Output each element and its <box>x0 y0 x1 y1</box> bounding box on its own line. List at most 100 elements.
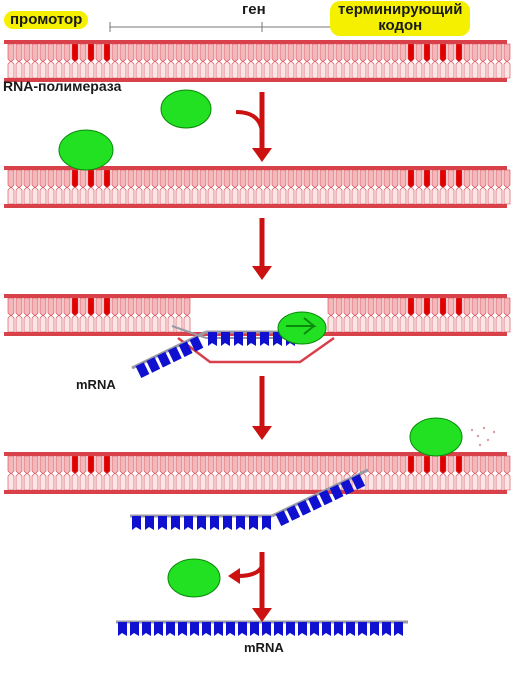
dna-backbone-top <box>4 40 507 44</box>
dna-base-bottom <box>135 314 143 333</box>
dna-base-bottom <box>343 60 351 79</box>
dna-base-top <box>239 169 247 189</box>
dna-base-bottom <box>159 472 167 491</box>
mrna-base <box>118 622 127 636</box>
dna-backbone-bottom <box>4 490 507 494</box>
mrna-base <box>262 622 271 636</box>
dna-base-bottom <box>495 60 503 79</box>
dna-base-bottom <box>87 472 95 491</box>
dna-base-bottom <box>103 472 111 491</box>
dna-base-top <box>367 43 375 63</box>
dna-base-top <box>351 297 359 317</box>
dna-base-bottom <box>479 314 487 333</box>
dna-base-top <box>375 169 383 189</box>
dna-base-bottom <box>479 472 487 491</box>
dna-base-top <box>463 43 471 63</box>
dna-base-bottom <box>103 186 111 205</box>
dna-base-top <box>495 169 503 189</box>
mrna-base <box>329 484 344 501</box>
dna-base-bottom <box>71 472 79 491</box>
dna-base-top <box>303 455 311 475</box>
dna-base-bottom <box>63 314 71 333</box>
dna-base-top <box>63 43 71 63</box>
dna-base-bottom <box>95 60 103 79</box>
dna-base-top <box>295 43 303 63</box>
dna-base-top <box>135 297 143 317</box>
dna-base-bottom <box>15 186 23 205</box>
dna-base-bottom <box>471 472 479 491</box>
dna-base-top <box>111 169 119 189</box>
dna-base-bottom <box>183 60 191 79</box>
arrow-step-3-icon <box>252 376 272 440</box>
dna-base-bottom <box>55 472 63 491</box>
dna-base-top <box>431 43 439 63</box>
dna-base-top <box>287 169 295 189</box>
dna-base-top <box>351 455 359 475</box>
dna-strand-2 <box>4 166 511 208</box>
dna-base-top <box>367 455 375 475</box>
dna-base-top <box>463 169 471 189</box>
dna-base-bottom <box>303 60 311 79</box>
dna-base-top <box>79 297 87 317</box>
dna-base-bottom <box>95 186 103 205</box>
dna-base-bottom <box>207 186 215 205</box>
dna-base-top <box>463 297 471 317</box>
dna-base-top <box>231 43 239 63</box>
dna-base-bottom <box>127 60 135 79</box>
dna-base-bottom <box>111 314 119 333</box>
dna-base-top <box>447 455 455 475</box>
dna-base-top <box>135 455 143 475</box>
dna-base-top <box>423 297 431 317</box>
dna-base-top <box>215 169 223 189</box>
dna-base-top <box>39 169 47 189</box>
dna-base-bottom <box>487 472 495 491</box>
dna-base-top <box>223 43 231 63</box>
dna-base-top <box>263 455 271 475</box>
dna-base-bottom <box>119 314 127 333</box>
dna-base-top <box>175 297 183 317</box>
dna-base-bottom <box>63 60 71 79</box>
mrna-base <box>178 341 193 357</box>
dna-base-top <box>167 297 175 317</box>
dna-base-top <box>15 169 23 189</box>
dna-strand-4 <box>4 452 511 494</box>
dna-base-bottom <box>175 472 183 491</box>
dna-base-top <box>175 169 183 189</box>
dna-base-top <box>343 43 351 63</box>
dna-base-bottom <box>471 186 479 205</box>
dna-base-top <box>199 455 207 475</box>
dna-base-top <box>319 43 327 63</box>
dna-base-bottom <box>135 472 143 491</box>
dna-base-top <box>399 297 407 317</box>
dna-base-top <box>447 43 455 63</box>
dna-base-bottom <box>183 314 191 333</box>
dna-base-top <box>167 43 175 63</box>
dna-base-bottom <box>327 60 335 79</box>
dna-base-top <box>119 455 127 475</box>
dna-base-bottom <box>415 472 423 491</box>
dna-base-top <box>295 455 303 475</box>
dna-base-bottom <box>175 60 183 79</box>
dna-base-top <box>407 43 415 63</box>
dna-base-top <box>71 455 79 475</box>
dna-base-bottom <box>239 472 247 491</box>
dna-base-top <box>103 169 111 189</box>
dna-base-top <box>175 455 183 475</box>
dna-base-bottom <box>79 186 87 205</box>
dna-base-top <box>119 297 127 317</box>
dna-base-top <box>479 455 487 475</box>
dna-base-top <box>367 169 375 189</box>
dna-base-bottom <box>15 60 23 79</box>
dna-base-top <box>63 455 71 475</box>
dna-base-bottom <box>87 60 95 79</box>
dna-base-bottom <box>495 472 503 491</box>
dna-base-top <box>111 297 119 317</box>
dna-base-top <box>39 455 47 475</box>
dna-base-bottom <box>287 186 295 205</box>
dna-base-top <box>215 43 223 63</box>
dna-base-bottom <box>423 60 431 79</box>
dna-base-top <box>247 43 255 63</box>
dna-base-top <box>7 455 15 475</box>
mrna-base <box>260 332 269 346</box>
dna-base-top <box>175 43 183 63</box>
